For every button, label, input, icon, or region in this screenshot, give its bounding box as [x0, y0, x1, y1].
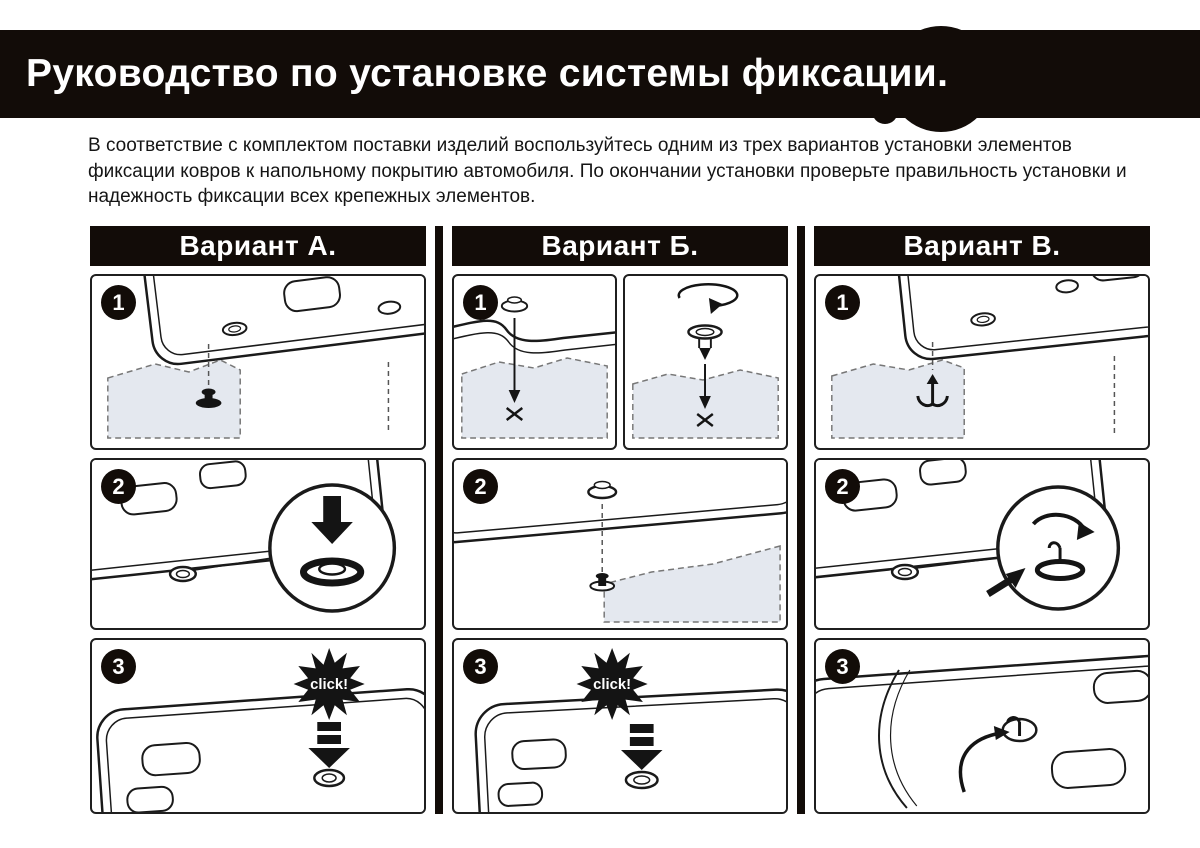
snap-button-icon [500, 296, 529, 313]
intro-text: В соответствие с комплектом поставки изд… [88, 135, 1127, 207]
variant-v-label: Вариант В. [903, 230, 1061, 261]
target-x-icon [505, 407, 524, 421]
variant-column-b: Вариант Б. 1 [452, 226, 788, 814]
variant-v-header: Вариант В. [814, 226, 1150, 266]
variant-a-header: Вариант А. [90, 226, 426, 266]
step-illustration-b1-left [454, 296, 615, 439]
floor-mat [892, 276, 1148, 361]
page-title: Руководство по установке системы фиксаци… [26, 52, 949, 95]
variants-area: Вариант А. 1 [90, 226, 1150, 814]
target-x-icon [696, 413, 714, 427]
leader-line [194, 557, 272, 571]
carpet-region [107, 359, 241, 439]
screw-fastener-icon [687, 324, 723, 360]
floor-mat [816, 654, 1148, 812]
hook-fastener-icon [916, 374, 949, 408]
variant-b-step-1-left-panel: 1 [452, 274, 617, 450]
step-number-badge: 3 [463, 649, 498, 684]
step-number-badge: 1 [825, 285, 860, 320]
step-illustration-v1 [831, 276, 1148, 439]
variant-b-step-3-panel: 3 click! [452, 638, 788, 814]
magnifier-circle [268, 483, 397, 613]
variant-a-step-2-panel: 2 [90, 458, 426, 630]
variant-a-step-1-panel: 1 [90, 274, 426, 450]
press-arrow-icon [620, 724, 663, 770]
step-illustration-b1-right [632, 283, 779, 439]
step-number-badge: 1 [101, 285, 136, 320]
magnifier-circle [996, 485, 1121, 611]
step-illustration-b2 [454, 460, 786, 623]
fastener-socket-icon [299, 557, 365, 587]
floor-mat [138, 276, 424, 366]
grommet-icon [624, 770, 659, 790]
step-illustration-a2 [92, 460, 397, 613]
step-number-badge: 3 [825, 649, 860, 684]
floor-mat [96, 687, 424, 812]
column-divider [435, 226, 443, 814]
header-band: Руководство по установке системы фиксаци… [0, 30, 1200, 118]
step-number-badge: 1 [463, 285, 498, 320]
fastener-icon [195, 388, 222, 408]
grommet-icon [313, 768, 346, 788]
step-illustration-b3: click! [474, 648, 786, 812]
curved-arrow-icon [958, 726, 1010, 793]
variant-b-label: Вариант Б. [541, 230, 699, 261]
step-illustration-a1 [107, 276, 424, 439]
variant-b-step-1-right-panel [623, 274, 788, 450]
mat-edge [878, 669, 918, 809]
step-number-badge: 2 [101, 469, 136, 504]
click-label: click! [310, 677, 348, 693]
variant-v-step-2-panel: 2 [814, 458, 1150, 630]
variant-b-step-1-row: 1 [452, 274, 788, 450]
variant-b-step-2-panel: 2 [452, 458, 788, 630]
variant-b-header: Вариант Б. [452, 226, 788, 266]
click-starburst: click! [293, 648, 365, 720]
variant-a-label: Вариант А. [179, 230, 337, 261]
hook-in-ring-icon [1001, 716, 1038, 743]
press-arrow-icon [308, 722, 350, 768]
hook-in-ring-icon [1034, 541, 1086, 581]
step-illustration-v3 [816, 654, 1148, 812]
variant-column-v: Вариант В. 1 [814, 226, 1150, 814]
click-starburst: click! [576, 648, 648, 720]
variant-column-a: Вариант А. 1 [90, 226, 426, 814]
grommet-icon [890, 563, 920, 581]
mat-edge [454, 319, 615, 354]
down-arrow-icon [699, 364, 711, 409]
fastener-icon [589, 573, 616, 592]
hook-rotate-arrow-icon [1031, 512, 1095, 540]
carpet-region [603, 545, 781, 623]
step-number-badge: 2 [463, 469, 498, 504]
variant-a-step-3-panel: 3 click! [90, 638, 426, 814]
step-illustration-a3: click! [96, 648, 424, 812]
carpet-region [831, 359, 965, 439]
step-illustration-v2 [816, 460, 1121, 611]
click-label: click! [593, 677, 631, 693]
down-arrow-icon [508, 318, 521, 403]
grommet-icon [168, 565, 197, 583]
rotate-arrow-icon [677, 283, 739, 314]
press-arrow-icon [311, 496, 353, 544]
variant-v-step-1-panel: 1 [814, 274, 1150, 450]
step-number-badge: 2 [825, 469, 860, 504]
leader-line [916, 557, 998, 569]
step-number-badge: 3 [101, 649, 136, 684]
point-arrow-icon [986, 568, 1026, 597]
column-divider [797, 226, 805, 814]
carpet-region [461, 357, 608, 439]
floor-mat [454, 460, 786, 544]
snap-button-icon [587, 480, 618, 500]
variant-v-step-3-panel: 3 [814, 638, 1150, 814]
